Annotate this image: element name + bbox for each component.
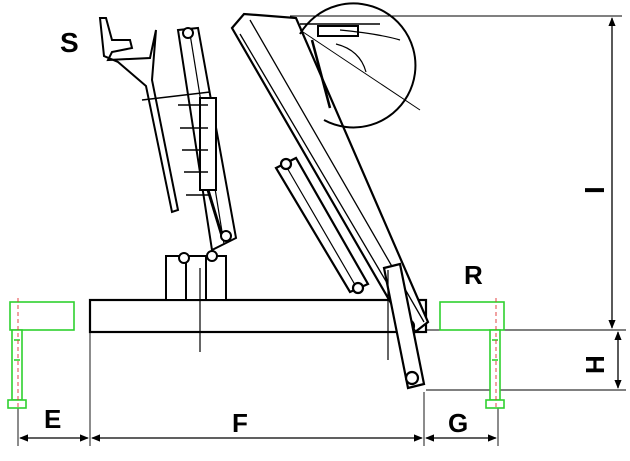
label-r: R bbox=[464, 260, 483, 290]
detail-magnifier bbox=[299, 2, 421, 129]
label-f: F bbox=[232, 408, 248, 438]
label-e: E bbox=[44, 404, 61, 434]
label-s: S bbox=[60, 27, 79, 58]
crane-column bbox=[165, 26, 238, 352]
base-frame bbox=[88, 298, 428, 334]
outrigger-right bbox=[439, 298, 505, 410]
label-g: G bbox=[448, 408, 468, 438]
operator-seat bbox=[98, 17, 211, 214]
outrigger-left bbox=[7, 298, 75, 410]
label-i: I bbox=[579, 186, 610, 194]
label-h: H bbox=[580, 355, 610, 374]
main-boom bbox=[230, 12, 430, 390]
